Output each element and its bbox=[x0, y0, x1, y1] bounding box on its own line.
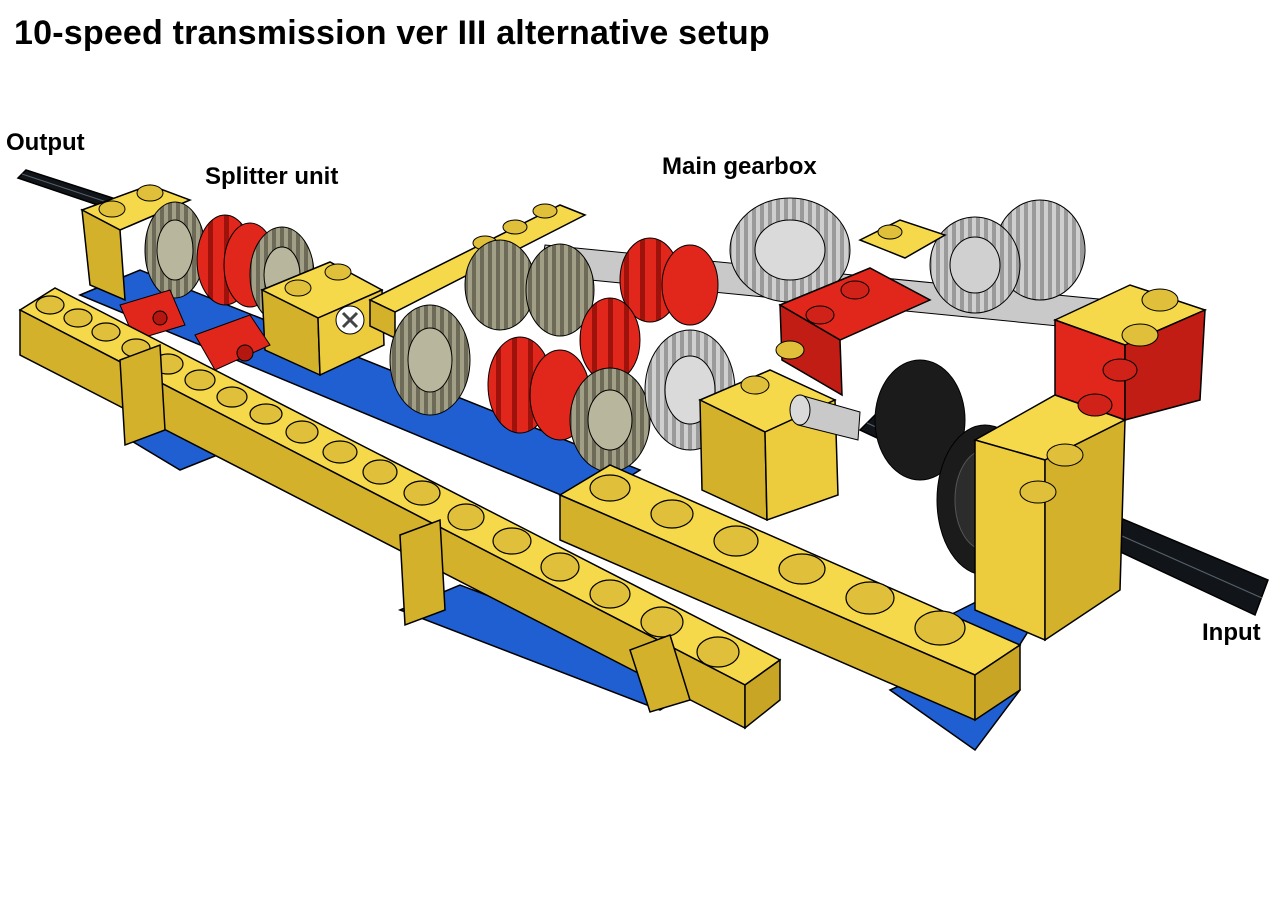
right-yellow-beam bbox=[558, 464, 1022, 722]
main-gearbox-label: Main gearbox bbox=[662, 153, 817, 180]
output-label: Output bbox=[6, 129, 85, 156]
main-gearbox bbox=[368, 197, 1161, 576]
splitter-unit-label: Splitter unit bbox=[205, 163, 339, 190]
input-end-frame bbox=[973, 284, 1208, 642]
page-title: 10-speed transmission ver III alternativ… bbox=[14, 14, 770, 52]
front-yellow-beam bbox=[18, 287, 782, 730]
splitter-unit bbox=[80, 184, 385, 377]
support-legs bbox=[119, 343, 691, 713]
input-label: Input bbox=[1202, 619, 1261, 646]
